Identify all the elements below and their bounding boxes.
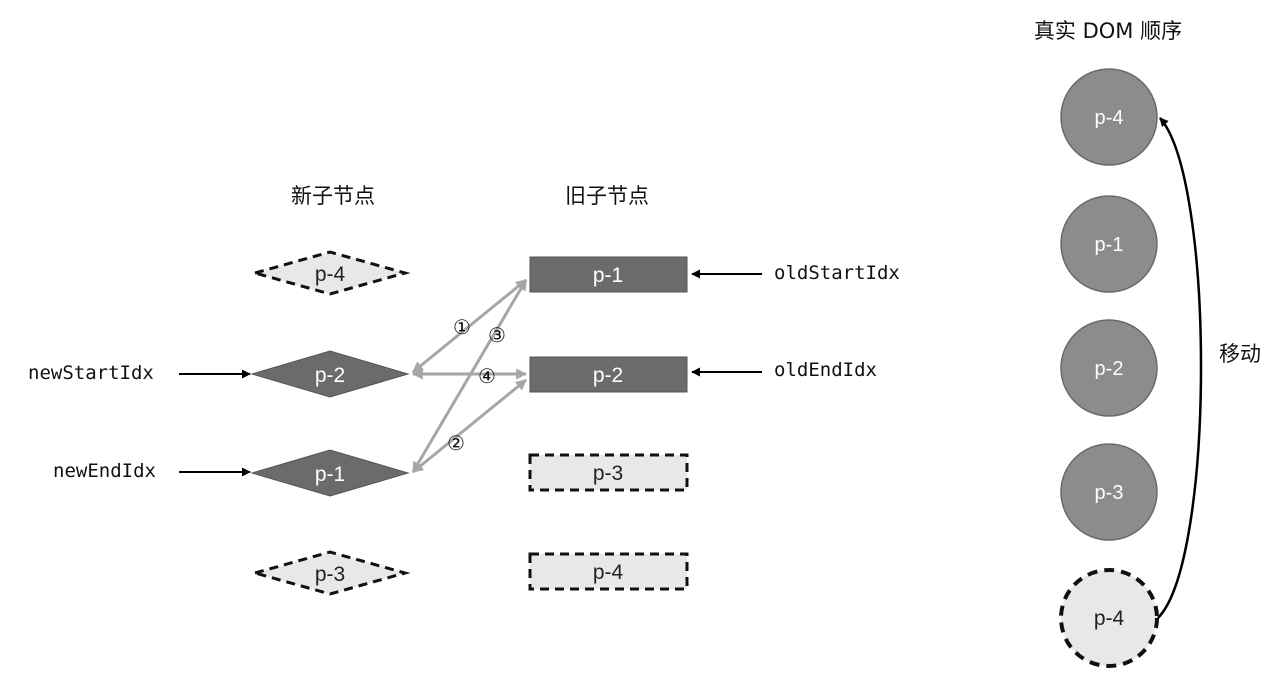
new-node-p3: p-3 [249,550,411,596]
step-3-label: ③ [488,323,506,347]
new-node-label: p-2 [315,364,345,387]
old-children-header: 旧子节点 [565,184,649,208]
dom-node-p3: p-3 [1060,443,1158,541]
dom-node-p4: p-4 [1060,68,1158,166]
new-node-p2: p-2 [250,350,410,398]
step-2-label: ② [447,431,465,455]
move-arrow [1157,117,1203,619]
dom-node-p2: p-2 [1060,319,1158,417]
new-node-label: p-4 [315,263,346,286]
dom-node-label: p-3 [1095,482,1124,504]
new-node-p1: p-1 [250,449,410,497]
new-start-idx-label: newStartIdx [28,362,154,384]
old-node-p3: p-3 [528,453,689,492]
old-node-p1: p-1 [529,256,688,293]
old-node-label: p-1 [593,264,623,287]
dom-node-label: p-4 [1094,607,1125,630]
compare-arrow-3 [411,279,528,473]
real-dom-order-header: 真实 DOM 顺序 [1034,19,1182,43]
old-node-p2: p-2 [529,356,688,393]
dom-node-label: p-4 [1095,107,1124,129]
move-label: 移动 [1219,342,1261,366]
new-children-header: 新子节点 [291,184,375,208]
new-node-label: p-3 [315,563,345,586]
new-node-p4: p-4 [249,250,411,296]
old-node-p4: p-4 [528,552,689,591]
new-node-label: p-1 [315,463,345,486]
dom-node-label: p-1 [1095,234,1124,256]
old-node-label: p-4 [593,561,624,584]
dom-node-p4-old: p-4 [1059,568,1159,668]
new-end-idx-label: newEndIdx [53,460,156,482]
step-4-label: ④ [478,364,496,388]
dom-node-label: p-2 [1095,358,1124,380]
old-start-idx-label: oldStartIdx [774,262,900,284]
dom-node-p1: p-1 [1060,195,1158,293]
old-end-idx-label: oldEndIdx [774,359,877,381]
old-node-label: p-2 [593,364,623,387]
step-1-label: ① [453,315,471,339]
old-node-label: p-3 [593,462,623,485]
compare-arrow-2 [412,378,527,474]
